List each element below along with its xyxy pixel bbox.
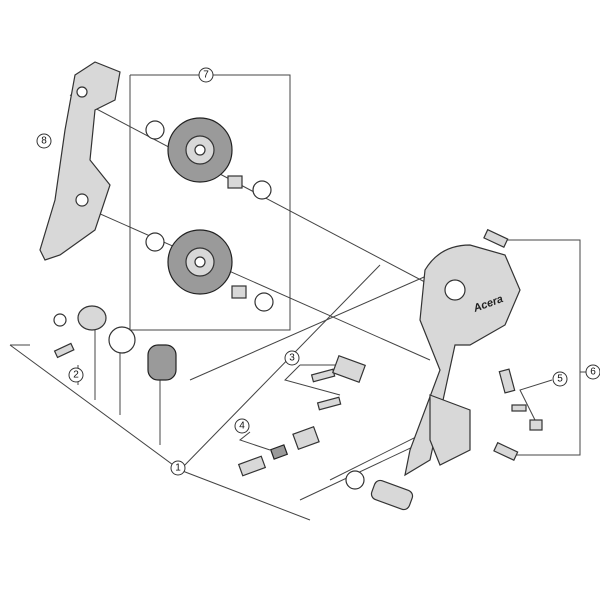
pulley-lower-part — [145, 229, 274, 312]
callout-7: 7 — [198, 67, 214, 83]
bolts — [237, 228, 543, 511]
pulley-upper-part — [145, 117, 272, 200]
svg-text:1: 1 — [175, 463, 181, 474]
plate-hole — [76, 86, 88, 98]
callout-1: 1 — [170, 460, 186, 476]
plate-hole — [75, 193, 89, 207]
svg-text:6: 6 — [590, 367, 596, 378]
leader-lines — [9, 74, 586, 521]
callout-6: 6 — [585, 364, 600, 380]
callout-3: 3 — [284, 350, 300, 366]
derailleur-body-part: Acera — [404, 244, 521, 477]
svg-text:7: 7 — [203, 70, 209, 81]
callout-2: 2 — [68, 367, 84, 383]
svg-text:4: 4 — [239, 421, 245, 432]
svg-text:5: 5 — [557, 374, 563, 385]
callout-8: 8 — [36, 133, 52, 149]
outer-plate-part — [39, 61, 121, 261]
svg-text:8: 8 — [41, 136, 47, 147]
callout-4: 4 — [234, 418, 250, 434]
svg-text:2: 2 — [73, 370, 79, 381]
callout-5: 5 — [552, 371, 568, 387]
svg-text:3: 3 — [289, 353, 295, 364]
tension-spring-parts — [53, 305, 177, 381]
